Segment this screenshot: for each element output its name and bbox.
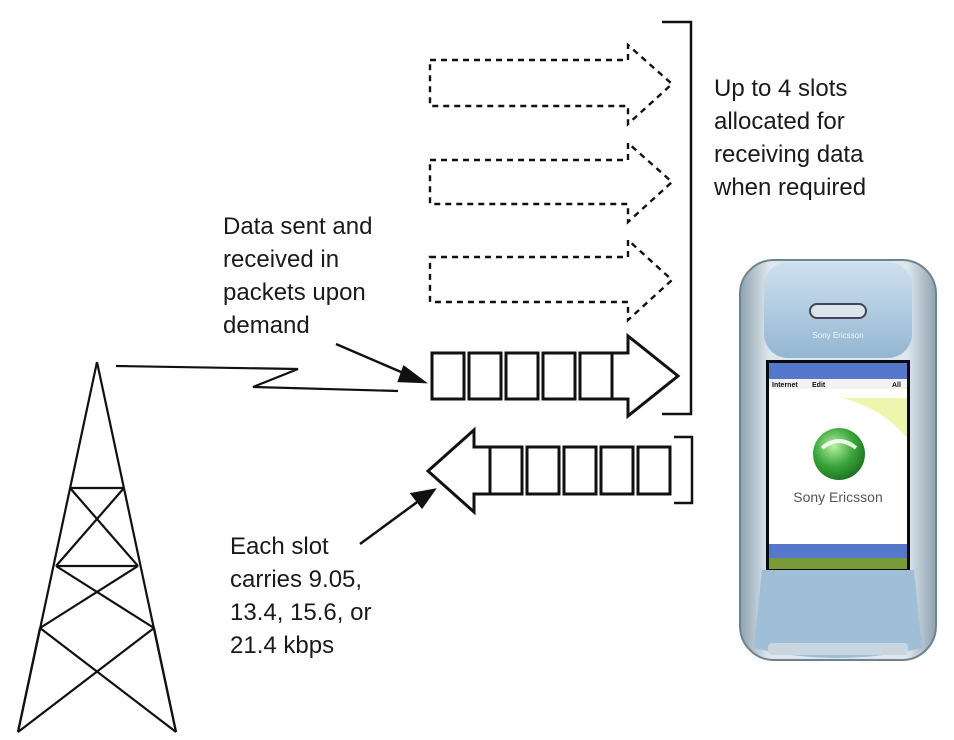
uplink-packet-arrow: [425, 426, 672, 516]
slots-pointer: [359, 498, 421, 546]
dashed-arrow-3: [428, 237, 674, 323]
uplink-bracket: [674, 435, 694, 505]
packets-label: Data sent and received in packets upon d…: [223, 213, 373, 339]
downlink-slot: [430, 351, 466, 401]
sony-ericsson-logo-icon: [813, 428, 865, 480]
radio-tower-icon: [16, 361, 178, 733]
phone-menu-edit: Edit: [812, 382, 826, 389]
slots-bracket: [662, 20, 693, 416]
uplink-slot: [636, 445, 672, 496]
uplink-slots-label: Up to 4 slots allocated for receiving da…: [714, 75, 867, 201]
uplink-slot: [599, 445, 635, 496]
downlink-slot: [467, 351, 503, 401]
downlink-slot: [578, 351, 614, 401]
uplink-slot: [562, 445, 598, 496]
downlink-packet-arrow: [430, 332, 681, 420]
packets-pointer-head: [397, 364, 428, 384]
uplink-arrowhead: [425, 426, 492, 516]
uplink-slot: [488, 445, 524, 496]
signal-zigzag: [115, 364, 399, 393]
dashed-arrow-1: [428, 42, 674, 127]
dashed-slot-arrows: [428, 42, 674, 323]
phone-menu-internet: Internet: [772, 382, 798, 389]
earpiece-icon: [809, 303, 867, 319]
downlink-slot: [504, 351, 540, 401]
phone-menu-all: All: [892, 382, 901, 389]
downlink-slot: [541, 351, 577, 401]
uplink-slot: [525, 445, 561, 496]
packets-pointer: [335, 342, 409, 377]
phone-logo-text: Sony Ericsson: [793, 489, 882, 505]
label-pointers: [335, 342, 437, 546]
dashed-arrow-2: [428, 140, 674, 225]
slot-rate-label: Each slot carries 9.05, 13.4, 15.6, or 2…: [230, 533, 372, 659]
sony-ericsson-phone: Sony Ericsson Internet Edit All Sony Eri…: [739, 259, 937, 661]
downlink-arrowhead: [610, 332, 681, 420]
slots-pointer-head: [409, 488, 437, 510]
phone-brand-top: Sony Ericsson: [812, 331, 863, 340]
